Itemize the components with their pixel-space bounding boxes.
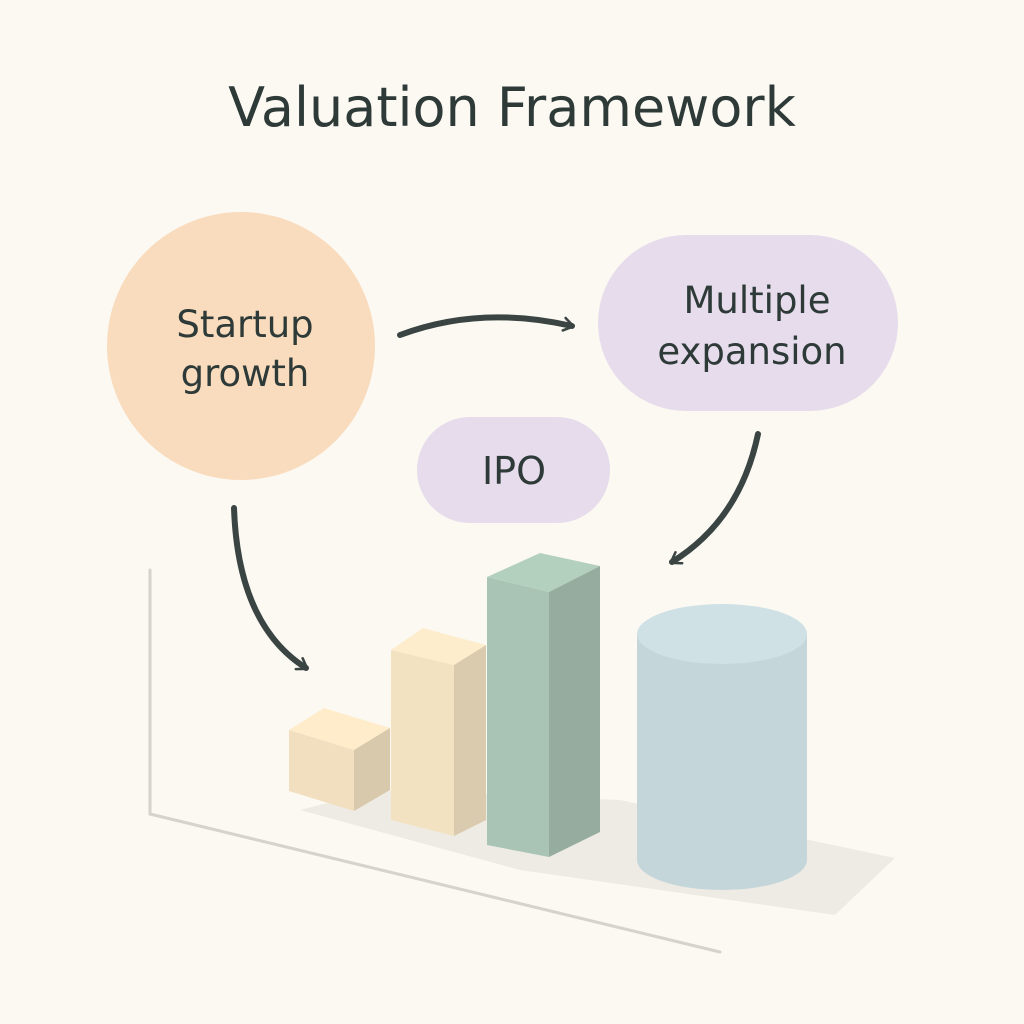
- bar-1: [289, 708, 390, 811]
- cylinder-bar: [637, 604, 807, 890]
- startup-growth-node: Startup growth: [107, 212, 375, 480]
- ipo-label: IPO: [482, 449, 546, 493]
- arrow-startup-to-chart: [231, 505, 309, 671]
- diagram-title: Valuation Framework: [228, 76, 796, 139]
- arrow-multiple-to-chart: [669, 431, 761, 565]
- multiple-expansion-label-line2: expansion: [657, 330, 846, 373]
- arrow-startup-to-multiple: [397, 314, 575, 338]
- multiple-expansion-node: Multiple expansion: [598, 235, 898, 411]
- chart-x-axis: [148, 812, 722, 954]
- ipo-node: IPO: [417, 417, 610, 523]
- bar-3: [487, 553, 600, 857]
- startup-growth-label-line1: Startup: [176, 303, 313, 346]
- bar-2: [391, 628, 486, 836]
- multiple-expansion-label-line1: Multiple: [684, 279, 831, 322]
- startup-growth-label-line2: growth: [181, 352, 310, 395]
